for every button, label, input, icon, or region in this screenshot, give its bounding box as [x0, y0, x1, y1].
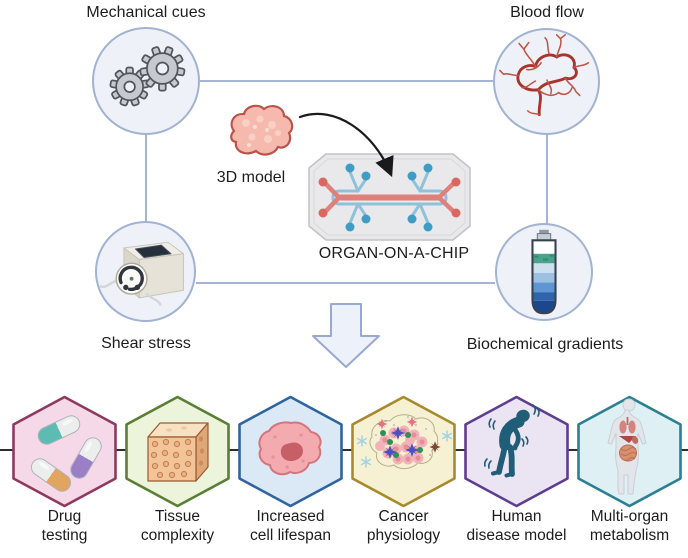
outcome-multi-organ: Multi-organ metabolism	[576, 395, 683, 544]
label-shear-stress: Shear stress	[101, 335, 191, 352]
connector-line-top	[200, 80, 493, 82]
label-mechanical-cues: Mechanical cues	[86, 4, 206, 21]
down-arrow-icon	[312, 303, 380, 368]
outcome-disease-model: Human disease model	[463, 395, 570, 544]
outcome-label: Human disease model	[466, 508, 567, 544]
label-organ-on-a-chip: ORGAN-ON-A-CHIP	[318, 245, 470, 262]
outcome-drug-testing: Drug testing	[11, 395, 118, 544]
peristaltic-pump-icon	[99, 241, 184, 306]
organ-on-a-chip-icon	[308, 153, 471, 241]
label-biochemical-gradients: Biochemical gradients	[466, 336, 624, 353]
tissue-cube-icon	[125, 395, 230, 508]
divider-line	[0, 449, 688, 451]
cell-icon	[238, 395, 343, 508]
curved-arrow-icon	[298, 112, 394, 178]
outcome-label: Tissue complexity	[140, 508, 215, 544]
gradient-tube-icon	[531, 229, 557, 315]
outcome-label: Cancer physiology	[366, 508, 441, 544]
cancer-tissue-icon	[351, 395, 456, 508]
circle-mechanical-cues	[92, 27, 200, 135]
outcome-cell-lifespan: Increased cell lifespan	[237, 395, 344, 544]
tumor-spheroid-icon	[230, 104, 294, 156]
outcome-cancer-physiology: Cancer physiology	[350, 395, 457, 544]
outcome-label: Drug testing	[41, 508, 88, 544]
body-organs-icon	[577, 395, 682, 508]
outcome-label: Multi-organ metabolism	[589, 508, 670, 544]
circle-shear-stress	[95, 221, 196, 322]
label-blood-flow: Blood flow	[510, 4, 584, 21]
connector-line-right	[546, 134, 548, 224]
circle-blood-flow	[493, 28, 600, 135]
connector-line-bottom	[196, 282, 495, 284]
label-3d-model: 3D model	[216, 169, 286, 186]
gears-icon	[109, 46, 186, 107]
outcome-label: Increased cell lifespan	[250, 508, 331, 544]
circle-biochemical-gradients	[495, 223, 593, 321]
outcome-tissue-complexity: Tissue complexity	[124, 395, 231, 544]
patient-icon	[464, 395, 569, 508]
blood-vessels-icon	[499, 34, 590, 117]
pills-icon	[12, 395, 117, 508]
connector-line-left	[145, 134, 147, 222]
